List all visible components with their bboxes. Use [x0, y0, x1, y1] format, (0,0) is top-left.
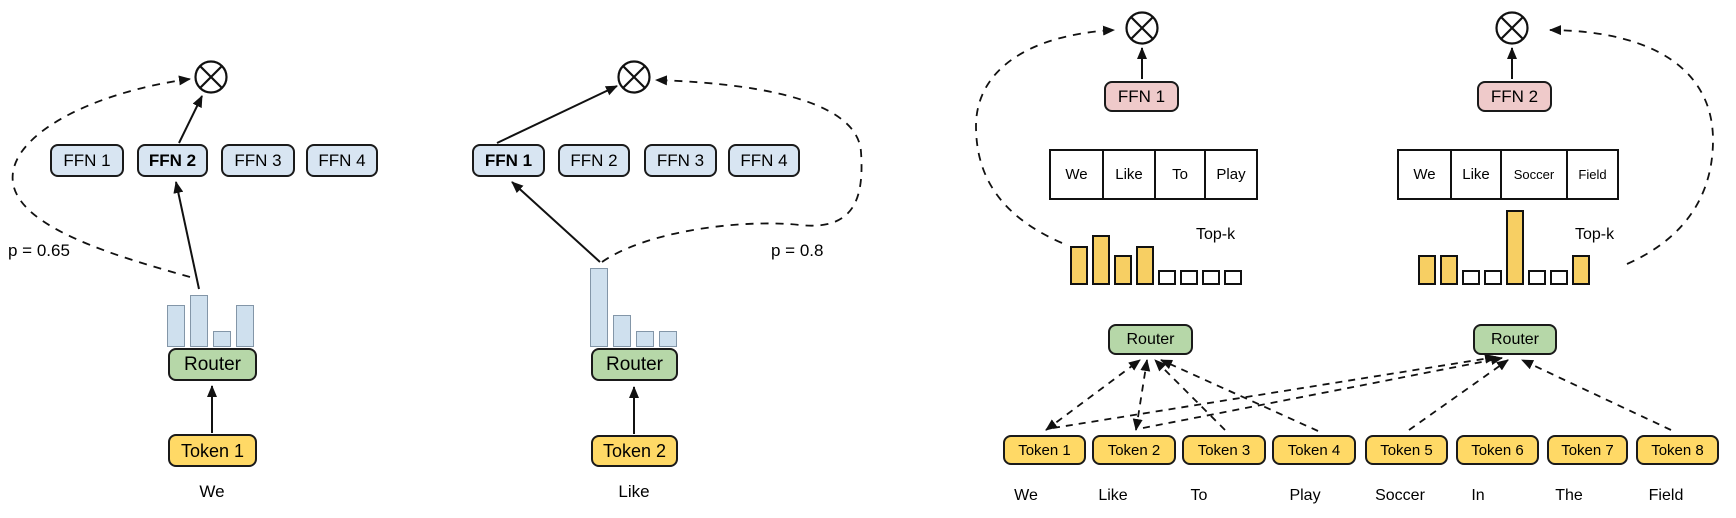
token-word: Field: [1648, 487, 1684, 504]
ffn-box-4: FFN 4: [728, 144, 800, 177]
score-bar-unselected: [1528, 270, 1546, 285]
token-box-2: Token 2: [591, 435, 678, 467]
topk-label: Top-k: [1196, 226, 1236, 243]
score-bar-unselected: [1180, 270, 1198, 285]
score-bar-selected: [1070, 246, 1088, 285]
router-box-expert1: Router: [1108, 324, 1193, 355]
buffer-cell: Field: [1566, 151, 1617, 198]
score-bar-selected: [1114, 255, 1132, 285]
score-bar-unselected: [1550, 270, 1568, 285]
buffer-cell: Like: [1450, 151, 1500, 198]
router-box: Router: [591, 348, 678, 381]
multiply-icon: [194, 60, 228, 94]
dashed-topk-curve-expert1: [975, 25, 1115, 244]
prob-bar: [613, 315, 631, 347]
buffer-cell: We: [1399, 151, 1450, 198]
dashed-token8-to-router2: [1521, 359, 1672, 431]
score-bar-selected: [1506, 210, 1524, 285]
ffn-box-2: FFN 2: [558, 144, 630, 177]
score-bar-unselected: [1202, 270, 1220, 285]
buffer-cell: We: [1051, 151, 1102, 198]
prob-bar: [659, 331, 677, 347]
buffer-cell: Like: [1102, 151, 1154, 198]
router-prob-histogram: [590, 268, 677, 347]
token-box-6: Token 6: [1456, 435, 1539, 465]
prob-bar: [636, 331, 654, 347]
arrow-ffn2-to-multiply: [178, 95, 203, 144]
topk-label: Top-k: [1575, 226, 1615, 243]
score-bar-selected: [1418, 255, 1436, 285]
token-word: Like: [618, 482, 650, 501]
multiply-icon: [1495, 11, 1529, 45]
score-bar-unselected: [1484, 270, 1502, 285]
token-word: In: [1471, 487, 1485, 504]
router-prob-histogram: [167, 295, 254, 347]
token-box-8: Token 8: [1636, 435, 1719, 465]
ffn-box-2-selected: FFN 2: [137, 144, 208, 177]
arrow-ffn1-to-multiply: [496, 85, 618, 144]
prob-bar: [590, 268, 608, 347]
dashed-token1-to-router2: [1052, 353, 1497, 429]
dashed-token2-to-router2: [1142, 355, 1503, 429]
router-box-expert2: Router: [1473, 324, 1557, 355]
score-bar-unselected: [1224, 270, 1242, 285]
dashed-token1-to-router1: [1045, 359, 1141, 431]
token-buffer-expert2: We Like Soccer Field: [1397, 149, 1619, 200]
multiply-icon: [1125, 11, 1159, 45]
arrow-router-to-ffn2: [173, 181, 200, 290]
score-bar-unselected: [1158, 270, 1176, 285]
dashed-token5-to-router2: [1408, 359, 1509, 431]
token-box-5: Token 5: [1365, 435, 1448, 465]
dashed-token4-to-router1: [1160, 359, 1319, 432]
token-word: Soccer: [1375, 487, 1425, 504]
ffn-box-1: FFN 1: [50, 144, 124, 177]
token-word: The: [1555, 487, 1583, 504]
token-word: Play: [1289, 487, 1321, 504]
prob-bar: [236, 305, 254, 347]
token-box-1: Token 1: [168, 434, 257, 467]
prob-bar: [213, 331, 231, 347]
arrow-router-to-ffn1: [511, 181, 601, 263]
buffer-cell: To: [1154, 151, 1204, 198]
ffn-box-4: FFN 4: [306, 144, 378, 177]
token-box-1: Token 1: [1003, 435, 1086, 465]
dashed-token3-to-router1: [1154, 359, 1226, 431]
token-box-2: Token 2: [1092, 435, 1176, 465]
dashed-token2-to-router1: [1132, 359, 1151, 431]
multiply-icon: [617, 60, 651, 94]
token-word: Like: [1098, 487, 1128, 504]
prob-bar: [167, 305, 185, 347]
ffn-box-3: FFN 3: [644, 144, 717, 177]
score-bar-selected: [1136, 246, 1154, 285]
token-word: We: [1014, 487, 1038, 504]
ffn-box-expert2: FFN 2: [1477, 81, 1552, 112]
router-box: Router: [168, 348, 257, 381]
token-box-4: Token 4: [1272, 435, 1356, 465]
buffer-cell: Play: [1204, 151, 1256, 198]
token-word: We: [199, 482, 225, 501]
prob-bar: [190, 295, 208, 347]
token-score-histogram-expert2: [1418, 210, 1590, 285]
score-bar-selected: [1572, 255, 1590, 285]
token-box-3: Token 3: [1182, 435, 1266, 465]
dashed-gate-curve-p08: [601, 75, 863, 263]
token-box-7: Token 7: [1547, 435, 1628, 465]
ffn-box-3: FFN 3: [221, 144, 295, 177]
gate-probability-label: p = 0.8: [771, 241, 824, 260]
buffer-cell: Soccer: [1500, 151, 1566, 198]
ffn-box-1-selected: FFN 1: [472, 144, 545, 177]
token-word: To: [1190, 487, 1208, 504]
token-score-histogram-expert1: [1070, 235, 1242, 285]
score-bar-selected: [1092, 235, 1110, 285]
score-bar-unselected: [1462, 270, 1480, 285]
dashed-topk-curve-expert2: [1549, 25, 1714, 265]
gate-probability-label: p = 0.65: [8, 241, 70, 260]
score-bar-selected: [1440, 255, 1458, 285]
dashed-gate-curve-p065: [11, 75, 191, 278]
ffn-box-expert1: FFN 1: [1104, 81, 1179, 112]
token-buffer-expert1: We Like To Play: [1049, 149, 1258, 200]
